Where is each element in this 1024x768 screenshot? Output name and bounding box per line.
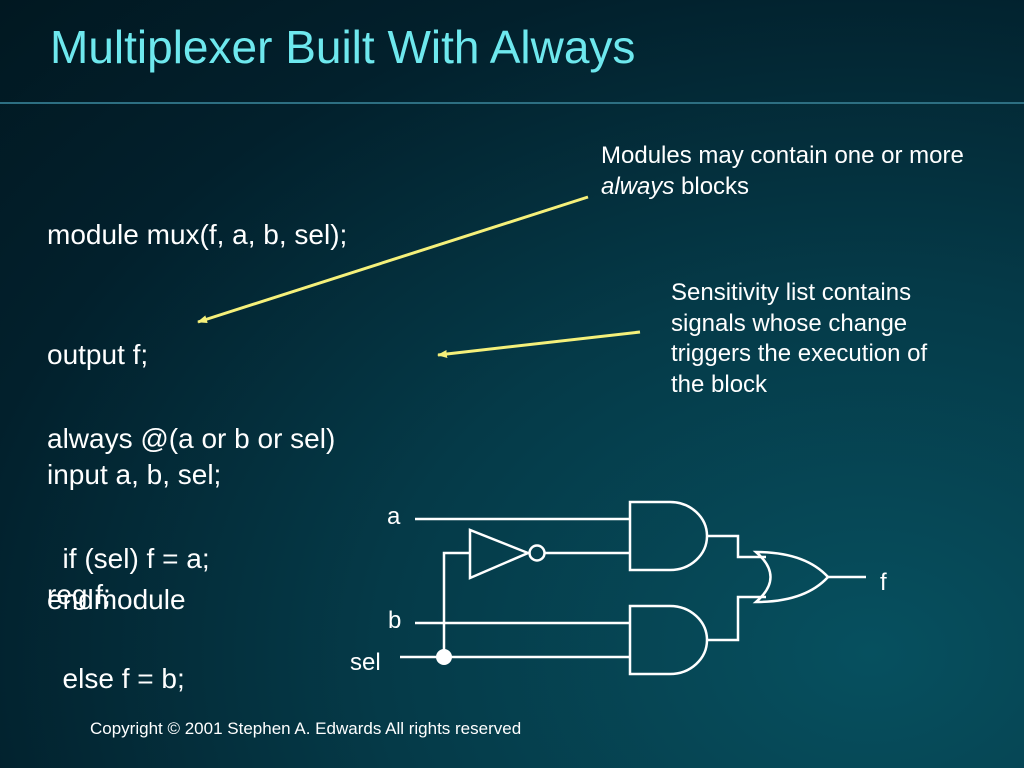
arrow-sensitivity-callout	[437, 330, 641, 358]
code-line: if (sel) f = a;	[47, 543, 210, 574]
note-sensitivity: Sensitivity list contains signals whose …	[671, 279, 928, 398]
note-modules: Modules may contain one or more always b…	[601, 141, 981, 202]
slide-title: Multiplexer Built With Always	[50, 21, 636, 73]
note-modules-emphasis: always	[601, 172, 675, 200]
code-line: output f;	[47, 339, 149, 370]
signal-label-b: b	[388, 607, 401, 634]
signal-label-sel: sel	[350, 649, 381, 676]
code-line: always @(a or b or sel)	[47, 423, 336, 454]
code-line: module mux(f, a, b, sel);	[47, 219, 348, 250]
wire-sel-to-inverter	[442, 551, 470, 657]
signal-label-a: a	[387, 503, 401, 530]
code-block-module-header: module mux(f, a, b, sel); output f; inpu…	[47, 135, 347, 655]
note-modules-text-after: blocks	[674, 172, 750, 200]
and-gate-bottom	[628, 604, 709, 676]
code-block-always: always @(a or b or sel) if (sel) f = a; …	[47, 339, 335, 739]
code-block-end: endmodule	[47, 500, 186, 660]
title-divider	[0, 102, 1024, 104]
inverter-gate	[468, 528, 546, 580]
code-line: reg f;	[47, 579, 111, 610]
signal-label-f: f	[880, 569, 887, 596]
code-line: endmodule	[47, 584, 186, 615]
wire-and2-to-or	[708, 595, 766, 642]
copyright-footer: Copyright © 2001 Stephen A. Edwards All …	[90, 719, 522, 738]
note-modules-text-before: Modules may contain one or more	[601, 142, 964, 169]
or-gate	[752, 550, 830, 604]
code-line: input a, b, sel;	[47, 459, 222, 490]
sel-junction-dot	[436, 649, 452, 665]
code-line: else f = b;	[47, 663, 185, 694]
arrow-modules-callout	[197, 195, 589, 324]
and-gate-top	[628, 500, 709, 572]
wire-and1-to-or	[708, 534, 766, 559]
